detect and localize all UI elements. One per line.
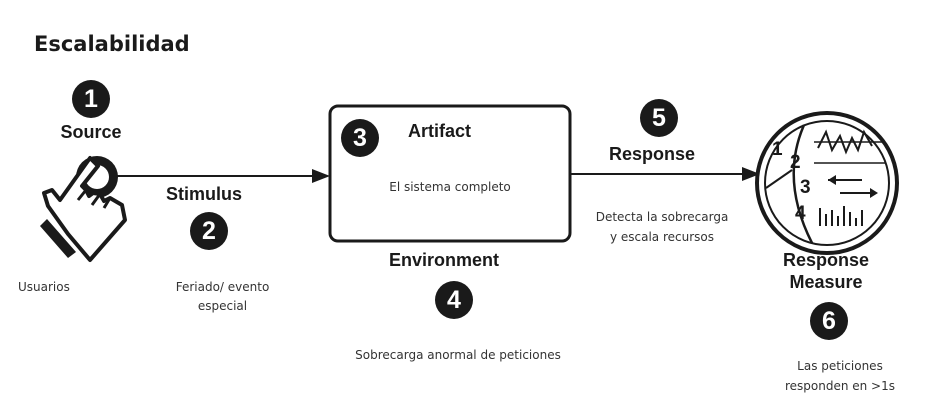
gauge-mark-2: 2 (790, 152, 801, 173)
response-description-line-1: Detecta la sobrecarga (595, 210, 729, 224)
gauge-icon: 1 2 3 4 (755, 111, 899, 255)
response-label: Response (609, 144, 696, 164)
gauge-mark-1: 1 (772, 139, 783, 160)
response-description-line-2: y escala recursos (609, 230, 715, 244)
step-number-4: 4 (435, 281, 473, 319)
page-title: Escalabilidad (34, 32, 190, 56)
step-number-3: 3 (341, 119, 379, 157)
gauge-mark-4: 4 (795, 203, 806, 224)
source-label: Source (60, 122, 122, 142)
step-number-6: 6 (810, 302, 848, 340)
hand-pointer-icon (40, 156, 127, 262)
step-number-5: 5 (640, 99, 678, 137)
arrow-source-to-artifact (116, 169, 330, 183)
gauge-mark-3: 3 (800, 177, 811, 198)
response-measure-label-line-2: Measure (789, 272, 863, 292)
artifact-label: Artifact (408, 121, 472, 141)
stimulus-label: Stimulus (166, 184, 243, 204)
response-measure-description-line-1: Las peticiones (797, 359, 883, 373)
step-number-1: 1 (72, 80, 110, 118)
environment-description: Sobrecarga anormal de peticiones (355, 348, 561, 362)
step-number-2: 2 (190, 212, 228, 250)
stimulus-description-line-1: Feriado/ evento (175, 280, 270, 294)
stimulus-description-line-2: especial (197, 299, 248, 313)
environment-label: Environment (389, 250, 500, 270)
response-measure-description-line-2: responden en >1s (784, 379, 896, 393)
artifact-description: El sistema completo (389, 180, 511, 194)
source-description: Usuarios (18, 280, 70, 294)
artifact-box (328, 104, 572, 243)
response-measure-label-line-1: Response (782, 250, 870, 270)
arrow-artifact-to-measure (571, 167, 760, 181)
